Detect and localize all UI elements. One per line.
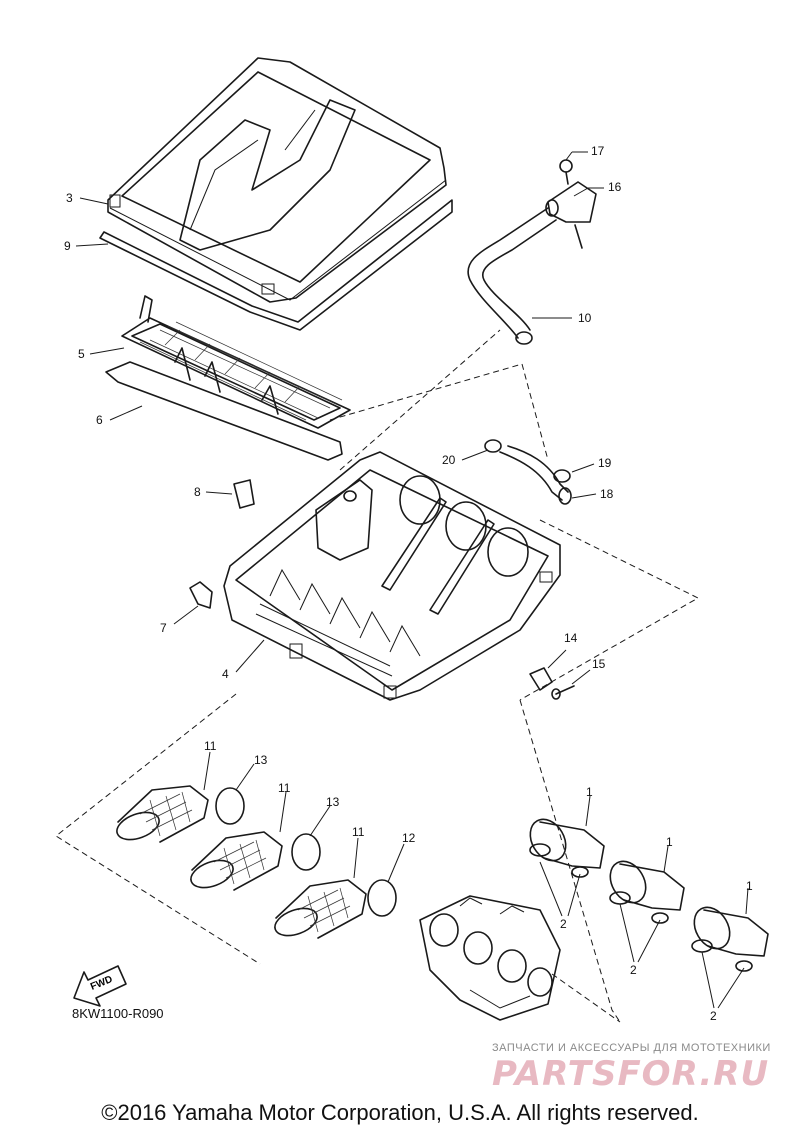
group-boundary-upper (329, 363, 549, 461)
air-cleaner-cover (107, 57, 447, 303)
clamp-13-upper (215, 787, 245, 825)
hose-18 (499, 445, 569, 501)
callout-11-middle: 11 (278, 781, 291, 795)
breather-joint (545, 181, 597, 249)
throttle-body (419, 895, 561, 1021)
callout-9: 9 (64, 239, 71, 253)
callout-labels: 17 16 3 9 10 5 6 20 19 18 8 7 4 14 15 11… (64, 144, 753, 1023)
callout-13-upper: 13 (254, 753, 268, 767)
watermark-logo: PARTSFOR.RU (492, 1054, 770, 1094)
part-8 (233, 479, 255, 509)
callout-2-c: 2 (710, 1009, 717, 1023)
diagram-reference-code: 8KW1100-R090 (72, 1006, 164, 1021)
callout-3: 3 (66, 191, 73, 205)
funnel-lower (274, 879, 367, 939)
clamp-13-lower (291, 833, 321, 871)
callout-8: 8 (194, 485, 201, 499)
callout-7: 7 (160, 621, 167, 635)
bolt-15 (551, 685, 575, 700)
callout-1-b: 1 (666, 835, 673, 849)
callout-5: 5 (78, 347, 85, 361)
joint-1-b (609, 860, 685, 924)
callout-6: 6 (96, 413, 103, 427)
watermark-tagline: ЗАПЧАСТИ И АКСЕССУАРЫ ДЛЯ МОТОТЕХНИКИ (492, 1042, 771, 1054)
fwd-label: FWD (89, 974, 114, 993)
leader-lines (75, 151, 749, 1009)
breather-hose (467, 207, 557, 345)
fwd-arrow-icon: FWD (73, 965, 127, 1007)
joint-1-a (529, 818, 605, 878)
clamp-20 (484, 439, 502, 453)
callout-10: 10 (578, 311, 592, 325)
callout-16: 16 (608, 180, 622, 194)
callout-15: 15 (592, 657, 606, 671)
joint-screw (559, 159, 573, 185)
callout-19: 19 (598, 456, 612, 470)
hose-18-end (558, 487, 572, 505)
clamp-12 (367, 879, 397, 917)
callout-20: 20 (442, 453, 456, 467)
callout-17: 17 (591, 144, 605, 158)
air-cleaner-case (223, 451, 561, 701)
callout-11-lower: 11 (352, 825, 365, 839)
callout-4: 4 (222, 667, 229, 681)
air-filter-element (121, 295, 351, 429)
cover-gasket (99, 199, 453, 331)
copyright-notice: ©2016 Yamaha Motor Corporation, U.S.A. A… (101, 1100, 699, 1125)
element-frame (105, 361, 343, 461)
drain-plug-14 (529, 667, 553, 691)
part-7 (189, 581, 213, 609)
callout-2-a: 2 (560, 917, 567, 931)
funnel-middle (190, 831, 283, 891)
callout-13-lower: 13 (326, 795, 340, 809)
callout-1-a: 1 (586, 785, 593, 799)
callout-11-upper: 11 (204, 739, 217, 753)
clamp-19 (553, 469, 571, 483)
group-boundary-lower (55, 693, 621, 1023)
callout-12: 12 (402, 831, 416, 845)
callout-1-c: 1 (746, 879, 753, 893)
callout-14: 14 (564, 631, 578, 645)
callout-18: 18 (600, 487, 614, 501)
joint-1-c (691, 906, 769, 972)
funnel-upper (116, 785, 209, 843)
callout-2-b: 2 (630, 963, 637, 977)
